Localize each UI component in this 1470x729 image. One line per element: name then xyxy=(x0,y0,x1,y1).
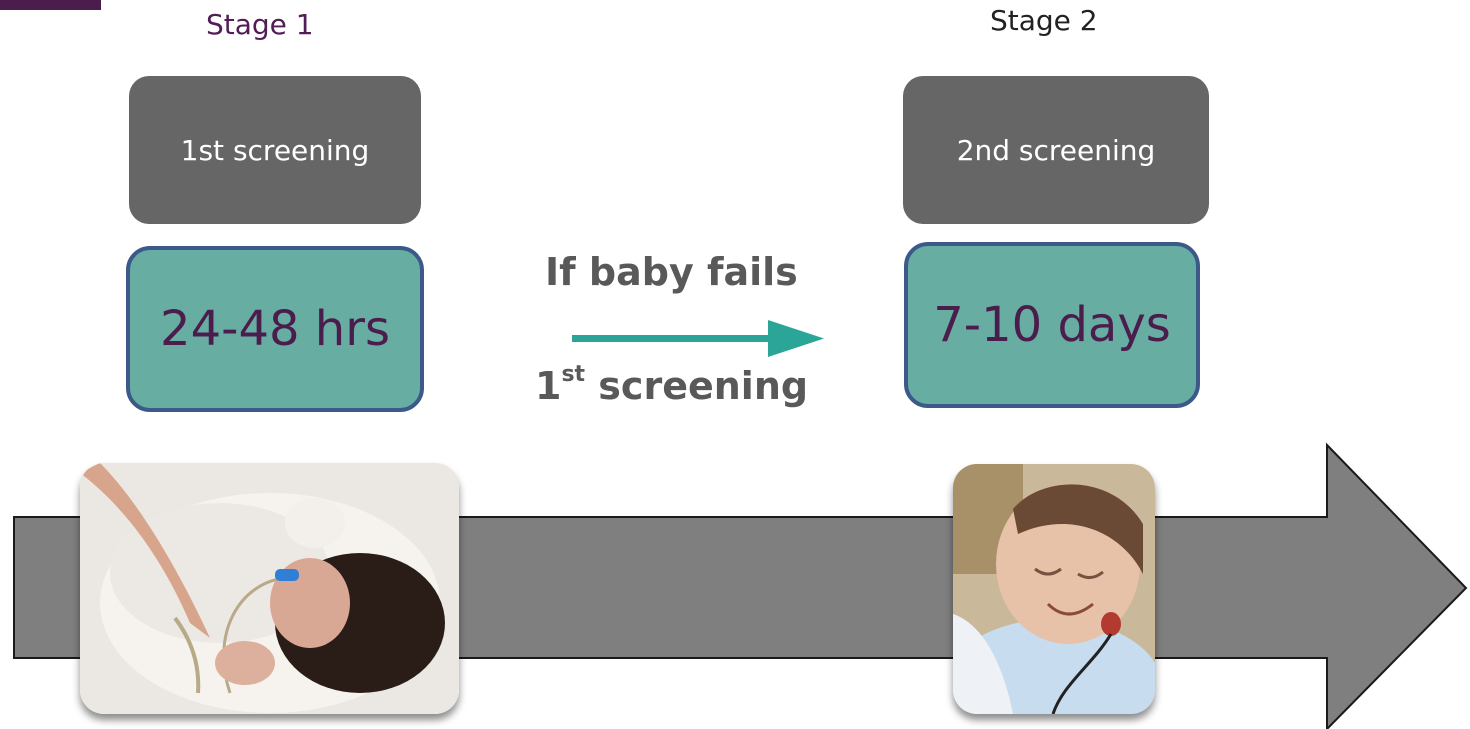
stage-2-label: Stage 2 xyxy=(990,4,1098,37)
transition-number: 1 xyxy=(535,364,562,408)
stage-1-time-box: 24-48 hrs xyxy=(126,246,424,412)
stage-1-label: Stage 1 xyxy=(206,8,314,41)
first-screening-box: 1st screening xyxy=(129,76,421,224)
transition-screening-word: screening xyxy=(585,364,809,408)
transition-arrow-icon xyxy=(572,320,824,357)
stage-2-time: 7-10 days xyxy=(933,297,1171,353)
corner-decoration xyxy=(0,0,101,10)
second-screening-label: 2nd screening xyxy=(956,133,1156,167)
transition-superscript: st xyxy=(561,362,586,387)
second-screening-box: 2nd screening xyxy=(903,76,1209,224)
baby-hearing-test-photo-1 xyxy=(80,463,459,714)
transition-screening: 1st screening xyxy=(535,362,835,408)
transition-condition: If baby fails xyxy=(545,250,798,294)
stage-1-time: 24-48 hrs xyxy=(160,301,390,357)
baby-hearing-test-photo-2 xyxy=(953,464,1155,714)
first-screening-label: 1st screening xyxy=(180,133,370,167)
stage-2-time-box: 7-10 days xyxy=(904,242,1200,408)
